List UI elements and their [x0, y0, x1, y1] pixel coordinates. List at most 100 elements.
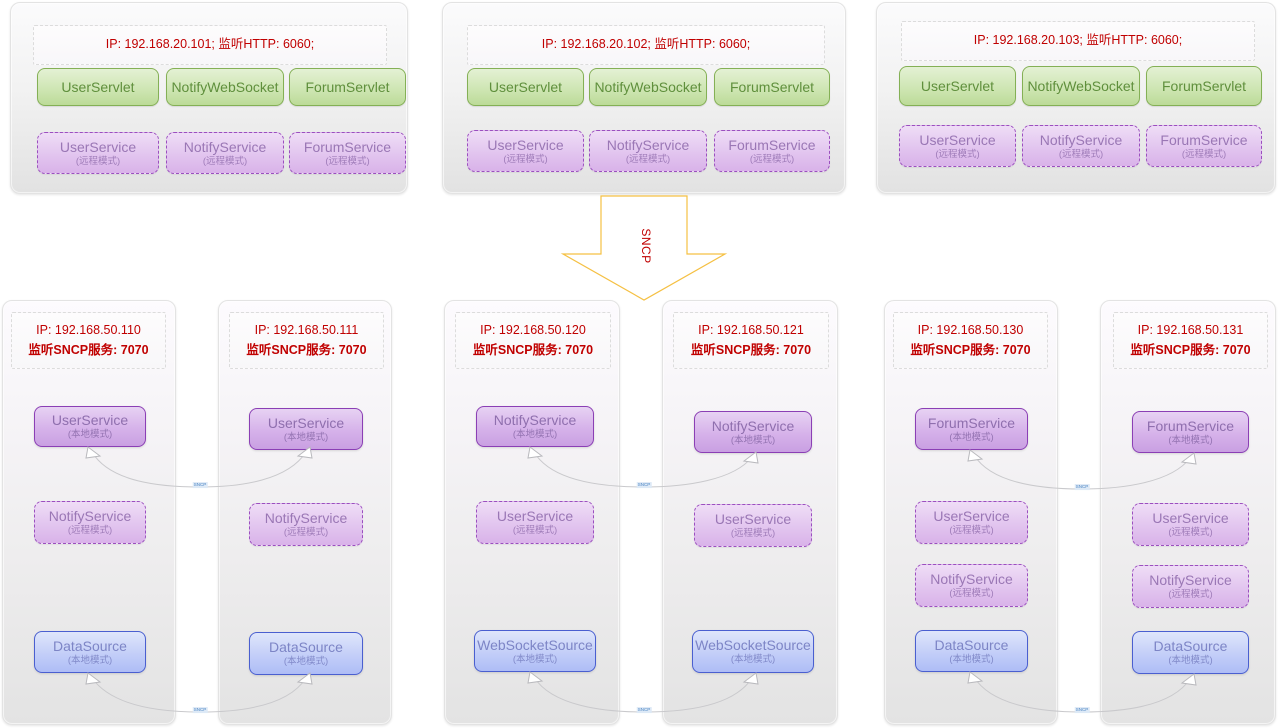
component-mode: (远程模式)	[283, 527, 329, 539]
service-label: UserService	[59, 138, 137, 155]
node-ip: IP: 192.168.50.121	[698, 323, 804, 338]
servlet-box[interactable]: NotifyWebSocket	[589, 68, 707, 106]
server-ip-line-2: IP: 192.168.20.102; 监听HTTP: 6060;	[541, 37, 751, 52]
service-box[interactable]: UserService (远程模式)	[899, 125, 1016, 167]
component-box[interactable]: NotifyService (远程模式)	[249, 503, 363, 546]
node-ip-header: IP: 192.168.50.120 监听SNCP服务: 7070	[455, 312, 611, 369]
servlet-label: NotifyWebSocket	[171, 78, 279, 95]
servlet-label: NotifyWebSocket	[1027, 77, 1135, 94]
node-ip: IP: 192.168.50.120	[480, 323, 586, 338]
peer-link-label: SNCP	[636, 707, 652, 713]
component-box[interactable]: NotifyService (远程模式)	[34, 501, 146, 544]
component-box[interactable]: WebSocketSource (本地模式)	[474, 630, 596, 672]
component-box[interactable]: DataSource (本地模式)	[249, 632, 363, 675]
component-box[interactable]: NotifyService (本地模式)	[694, 411, 812, 453]
service-mode: (远程模式)	[325, 155, 370, 167]
component-box[interactable]: DataSource (本地模式)	[34, 631, 146, 673]
servlet-label: ForumServlet	[305, 78, 390, 95]
component-box[interactable]: UserService (本地模式)	[34, 406, 146, 447]
component-mode: (远程模式)	[949, 588, 994, 600]
component-label: ForumService	[927, 414, 1016, 431]
service-box[interactable]: NotifyService (远程模式)	[1022, 125, 1140, 167]
component-mode: (本地模式)	[512, 429, 558, 441]
component-label: ForumService	[1146, 417, 1235, 434]
sncp-protocol-label: SNCP	[639, 228, 653, 264]
sncp-node-panel-111: IP: 192.168.50.111 监听SNCP服务: 7070 UserSe…	[218, 300, 392, 725]
component-label: NotifyService	[1149, 572, 1232, 589]
peer-link-label: SNCP	[192, 482, 208, 488]
component-box[interactable]: UserService (本地模式)	[249, 408, 363, 450]
component-mode: (本地模式)	[1168, 434, 1213, 446]
servlet-box[interactable]: UserServlet	[37, 68, 159, 106]
component-mode: (本地模式)	[67, 654, 113, 666]
component-box[interactable]: UserService (远程模式)	[694, 504, 812, 547]
service-box[interactable]: UserService (远程模式)	[37, 132, 159, 174]
service-box[interactable]: ForumService (远程模式)	[289, 132, 406, 174]
sncp-node-panel-121: IP: 192.168.50.121 监听SNCP服务: 7070 Notify…	[662, 300, 838, 725]
service-label: UserService	[487, 136, 564, 153]
component-mode: (本地模式)	[1168, 655, 1213, 667]
node-ip: IP: 192.168.50.131	[1137, 323, 1244, 338]
servlet-box[interactable]: UserServlet	[467, 68, 584, 106]
component-label: NotifyService	[711, 417, 795, 434]
component-label: WebSocketSource	[477, 636, 593, 653]
component-mode: (本地模式)	[283, 656, 329, 668]
servlet-label: ForumServlet	[729, 78, 815, 95]
node-ip-header: IP: 192.168.50.130 监听SNCP服务: 7070	[893, 312, 1048, 369]
node-ip-header: IP: 192.168.50.131 监听SNCP服务: 7070	[1113, 312, 1268, 369]
service-label: ForumService	[728, 136, 816, 153]
service-label: ForumService	[1160, 131, 1248, 148]
service-box[interactable]: UserService (远程模式)	[467, 130, 584, 172]
node-port-line: 监听SNCP服务: 7070	[28, 342, 149, 357]
service-box[interactable]: NotifyService (远程模式)	[166, 132, 284, 174]
component-box[interactable]: UserService (远程模式)	[915, 501, 1028, 544]
service-mode: (远程模式)	[1181, 148, 1227, 160]
servlet-box[interactable]: NotifyWebSocket	[166, 68, 284, 106]
component-mode: (本地模式)	[67, 429, 113, 441]
component-mode: (本地模式)	[730, 434, 776, 446]
component-box[interactable]: WebSocketSource (本地模式)	[692, 630, 814, 673]
service-mode: (远程模式)	[75, 155, 121, 167]
component-box[interactable]: DataSource (本地模式)	[1132, 631, 1249, 674]
component-mode: (本地模式)	[283, 431, 329, 443]
service-mode: (远程模式)	[1058, 148, 1104, 160]
service-box[interactable]: ForumService (远程模式)	[1146, 125, 1262, 167]
service-box[interactable]: ForumService (远程模式)	[714, 130, 830, 172]
component-box[interactable]: NotifyService (本地模式)	[476, 406, 594, 447]
component-label: NotifyService	[493, 412, 577, 429]
node-ip: IP: 192.168.50.111	[254, 323, 359, 338]
component-box[interactable]: ForumService (本地模式)	[1132, 411, 1249, 453]
servlet-box[interactable]: ForumServlet	[714, 68, 830, 106]
node-port-line: 监听SNCP服务: 7070	[246, 342, 367, 357]
component-box[interactable]: NotifyService (远程模式)	[915, 564, 1028, 607]
service-mode: (远程模式)	[503, 153, 548, 165]
component-label: UserService	[496, 508, 574, 525]
component-box[interactable]: UserService (远程模式)	[476, 501, 594, 544]
server-ip-line-1: IP: 192.168.20.101; 监听HTTP: 6060;	[105, 37, 315, 52]
component-label: WebSocketSource	[695, 637, 811, 654]
component-box[interactable]: ForumService (本地模式)	[915, 408, 1028, 450]
service-mode: (远程模式)	[625, 153, 671, 165]
component-box[interactable]: DataSource (本地模式)	[915, 630, 1028, 672]
component-mode: (本地模式)	[949, 653, 994, 665]
component-box[interactable]: UserService (远程模式)	[1132, 503, 1249, 546]
service-mode: (远程模式)	[202, 155, 248, 167]
component-mode: (远程模式)	[1168, 589, 1213, 601]
node-ip-header: IP: 192.168.50.110 监听SNCP服务: 7070	[11, 312, 166, 369]
servlet-box[interactable]: UserServlet	[899, 66, 1016, 106]
servlet-box[interactable]: ForumServlet	[289, 68, 406, 106]
component-label: UserService	[267, 414, 345, 431]
node-port-line: 监听SNCP服务: 7070	[472, 342, 594, 357]
component-box[interactable]: NotifyService (远程模式)	[1132, 565, 1249, 608]
servlet-box[interactable]: NotifyWebSocket	[1022, 66, 1140, 106]
servlet-box[interactable]: ForumServlet	[1146, 66, 1262, 106]
service-box[interactable]: NotifyService (远程模式)	[589, 130, 707, 172]
service-mode: (远程模式)	[935, 148, 980, 160]
service-label: NotifyService	[606, 136, 690, 153]
component-label: NotifyService	[930, 571, 1013, 588]
component-mode: (远程模式)	[67, 525, 113, 537]
sncp-node-panel-130: IP: 192.168.50.130 监听SNCP服务: 7070 ForumS…	[884, 300, 1058, 725]
service-label: UserService	[919, 131, 996, 148]
node-port-line: 监听SNCP服务: 7070	[1130, 342, 1251, 357]
component-mode: (本地模式)	[512, 653, 558, 665]
